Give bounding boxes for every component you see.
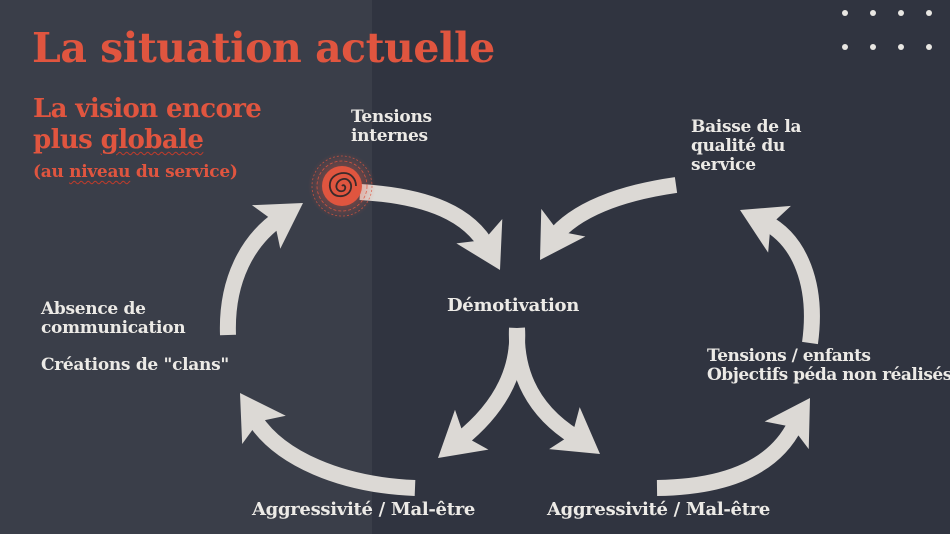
arrow-left-to-absence-head <box>240 393 286 445</box>
arrow-tensions-enfants-to-baisse-shaft <box>761 214 820 345</box>
cycle-arrows <box>219 177 820 496</box>
node-baisse-qualite-line: service <box>691 155 756 175</box>
decor-dot <box>870 44 876 50</box>
node-baisse-qualite-line: qualité du <box>691 136 786 156</box>
decor-dot <box>842 44 848 50</box>
scope-prefix: (au <box>33 162 70 182</box>
decor-dot <box>898 10 904 16</box>
node-tensions-internes: Tensions internes <box>351 108 432 146</box>
node-tensions-enfants: Tensions / enfants Objectifs péda non ré… <box>707 347 950 385</box>
decor-dot <box>926 44 932 50</box>
arrow-tensions-to-demotivation-shaft <box>359 184 496 253</box>
decor-dot <box>842 10 848 16</box>
node-absence-communication-line: Absence de <box>41 299 146 319</box>
arrow-absence-to-tensions-head <box>251 203 303 249</box>
decor-dot <box>926 10 932 16</box>
decor-dot <box>898 44 904 50</box>
arrow-baisse-to-demotivation-head <box>540 208 586 260</box>
decor-dot <box>870 10 876 16</box>
arrow-baisse-to-demotivation-shaft <box>546 177 678 244</box>
arrow-right-to-tensions-enfants-head <box>764 398 810 450</box>
arrow-demotivation-to-left-head <box>438 409 489 458</box>
arrow-demotivation-to-right-head <box>549 407 600 454</box>
arrow-tensions-enfants-to-baisse-head <box>740 205 791 253</box>
node-tensions-enfants-line: Tensions / enfants <box>707 346 871 366</box>
subtitle-line-2-prefix: plus <box>33 125 101 155</box>
arrow-left-to-absence-shaft <box>248 415 416 496</box>
node-demotivation: Démotivation <box>447 295 580 316</box>
scope-underlined-word: niveau <box>69 162 131 182</box>
node-absence-communication: Absence de communication <box>41 299 186 338</box>
subtitle-underlined-word: globale <box>100 125 204 155</box>
node-tensions-internes-line: Tensions <box>351 107 432 127</box>
left-panel-background <box>0 0 372 534</box>
arrow-demotivation-to-right-shaft <box>508 327 580 444</box>
arrow-right-to-tensions-enfants-shaft <box>656 421 803 496</box>
node-tensions-enfants-line: Objectifs péda non réalisés <box>707 365 950 385</box>
subtitle-line-1: La vision encore <box>33 94 262 124</box>
node-tensions-internes-line: internes <box>351 126 428 146</box>
subtitle-line-2: plus globale <box>33 125 261 156</box>
node-absence-communication-line: communication <box>41 318 186 338</box>
spiral-target-icon <box>308 152 376 220</box>
scope-suffix: du service) <box>130 162 238 182</box>
arrow-absence-to-tensions-shaft <box>219 211 285 336</box>
page-title: La situation actuelle <box>32 24 495 72</box>
node-baisse-qualite-line: Baisse de la <box>691 117 802 137</box>
arrow-tensions-to-demotivation-head <box>456 218 503 270</box>
subtitle: La vision encore plus globale <box>33 94 262 156</box>
arrow-demotivation-to-left-shaft <box>454 327 526 447</box>
node-aggressivite-left: Aggressivité / Mal-être <box>252 499 476 520</box>
subtitle-scope: (au niveau du service) <box>33 162 238 182</box>
dot-grid-icon <box>842 10 932 54</box>
node-baisse-qualite: Baisse de la qualité du service <box>691 117 802 175</box>
node-creations-clans: Créations de "clans" <box>41 355 229 375</box>
node-aggressivite-right: Aggressivité / Mal-être <box>547 499 771 520</box>
